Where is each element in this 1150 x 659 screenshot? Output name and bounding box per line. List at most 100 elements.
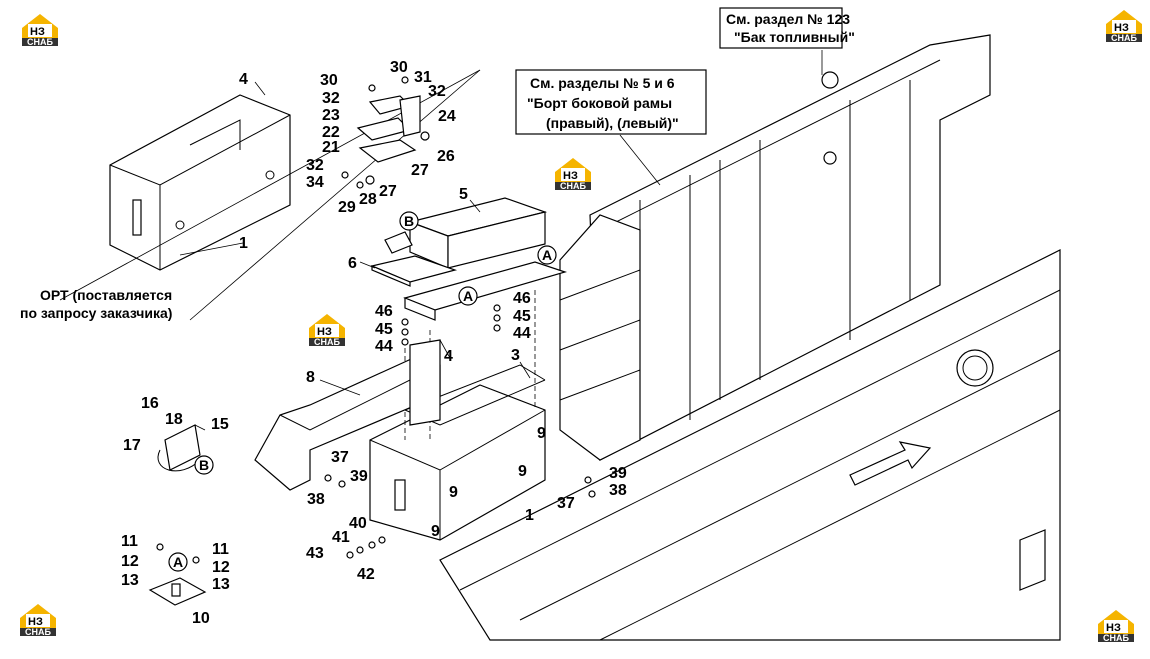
callout-b-label: B	[404, 213, 414, 229]
label-4: 4	[444, 348, 453, 365]
handle-b	[384, 231, 413, 254]
bracket-8	[254, 339, 441, 491]
label-29: 29	[338, 199, 356, 216]
callout-a-lower: A	[168, 552, 188, 572]
note-sections-line1: См. разделы № 5 и 6	[530, 75, 675, 91]
logo-caption: СНАБ	[560, 181, 586, 191]
logo-caption: СНАБ	[25, 627, 51, 637]
logo-caption: СНАБ	[314, 337, 340, 347]
logo-mark: НЗ	[1114, 22, 1129, 34]
note-section-123-line2: "Бак топливный"	[734, 29, 855, 45]
hinge-10	[148, 543, 207, 606]
label-44: 44	[375, 338, 393, 355]
label-23: 23	[322, 107, 340, 124]
label-17: 17	[123, 437, 141, 454]
logo-caption: СНАБ	[1111, 33, 1137, 43]
handle-15	[157, 424, 201, 472]
label-30: 30	[320, 72, 338, 89]
logo-caption: СНАБ	[1103, 633, 1129, 643]
logo-top-right: НЗ СНАБ	[1106, 10, 1142, 43]
callout-a-right: A	[537, 245, 557, 265]
label-9: 9	[449, 484, 458, 501]
label-13: 13	[212, 576, 230, 593]
label-5: 5	[459, 186, 468, 203]
label-34: 34	[306, 174, 324, 191]
label-10: 10	[192, 610, 210, 627]
label-37: 37	[331, 449, 349, 466]
callout-a-label: A	[173, 554, 183, 570]
label-39: 39	[609, 465, 627, 482]
note-opt-line2: по запросу заказчика)	[20, 305, 172, 321]
label-31: 31	[414, 69, 432, 86]
note-opt-line1: ОРТ (поставляется	[40, 287, 172, 303]
label-46: 46	[513, 290, 531, 307]
callout-b-upper: B	[399, 211, 419, 231]
label-46: 46	[375, 303, 393, 320]
label-32: 32	[322, 90, 340, 107]
label-40: 40	[349, 515, 367, 532]
label-26: 26	[437, 148, 455, 165]
label-9: 9	[518, 463, 527, 480]
label-38: 38	[307, 491, 325, 508]
label-12: 12	[212, 559, 230, 576]
logo-mark: НЗ	[317, 326, 332, 338]
note-sections-line2: "Борт боковой рамы	[527, 95, 672, 111]
fastener-37-39-left	[324, 474, 346, 488]
label-4: 4	[239, 71, 248, 88]
label-44: 44	[513, 325, 531, 342]
logo-mark: НЗ	[28, 616, 43, 628]
label-18: 18	[165, 411, 183, 428]
label-11: 11	[121, 533, 138, 550]
label-22: 22	[322, 124, 340, 141]
logo-mid-upper: НЗ СНАБ	[555, 158, 591, 191]
label-6: 6	[348, 255, 357, 272]
label-39: 39	[350, 468, 368, 485]
label-27: 27	[379, 183, 397, 200]
label-38: 38	[609, 482, 627, 499]
label-9: 9	[431, 523, 440, 540]
callout-b-lower: B	[194, 455, 214, 475]
note-sections-line3: (правый), (левый)"	[546, 115, 679, 131]
label-41: 41	[332, 529, 350, 546]
logo-mark: НЗ	[1106, 622, 1121, 634]
leader-lines	[179, 50, 823, 431]
plate-6	[370, 255, 458, 287]
callout-b-label: B	[199, 457, 209, 473]
label-21: 21	[322, 139, 340, 156]
callout-a-label: A	[542, 247, 552, 263]
logo-top-left: НЗ СНАБ	[22, 14, 58, 47]
logo-bottom-left: НЗ СНАБ	[20, 604, 56, 637]
label-27: 27	[411, 162, 429, 179]
label-45: 45	[513, 308, 531, 325]
fastener-stack-left	[401, 318, 409, 346]
fastener-37-39-right	[584, 476, 596, 498]
label-42: 42	[357, 566, 375, 583]
label-11: 11	[212, 541, 229, 558]
label-1: 1	[525, 507, 534, 524]
main-frame	[439, 34, 1061, 641]
note-section-123-line1: См. раздел № 123	[726, 11, 850, 27]
label-1: 1	[239, 235, 248, 252]
label-32: 32	[428, 83, 446, 100]
label-9: 9	[537, 425, 546, 442]
note-sections-5-6: См. разделы № 5 и 6 "Борт боковой рамы (…	[515, 69, 707, 135]
cover-4-lower	[403, 261, 568, 321]
callout-a-mid: A	[458, 286, 478, 306]
label-24: 24	[438, 108, 456, 125]
label-30: 30	[390, 59, 408, 76]
label-28: 28	[359, 191, 377, 208]
logo-mark: НЗ	[30, 26, 45, 38]
label-8: 8	[306, 369, 315, 386]
label-45: 45	[375, 321, 393, 338]
label-15: 15	[211, 416, 229, 433]
label-37: 37	[557, 495, 575, 512]
kit-box	[109, 94, 291, 271]
label-12: 12	[121, 553, 139, 570]
note-section-123: См. раздел № 123 "Бак топливный"	[719, 7, 855, 49]
fastener-40-43	[346, 536, 386, 559]
label-32: 32	[306, 157, 324, 174]
hinge-kit	[341, 76, 430, 189]
part-numbers: 4 1 30 30 31 32 32 23 24 22 21 26 27 32 …	[121, 59, 627, 627]
logo-mark: НЗ	[563, 170, 578, 182]
